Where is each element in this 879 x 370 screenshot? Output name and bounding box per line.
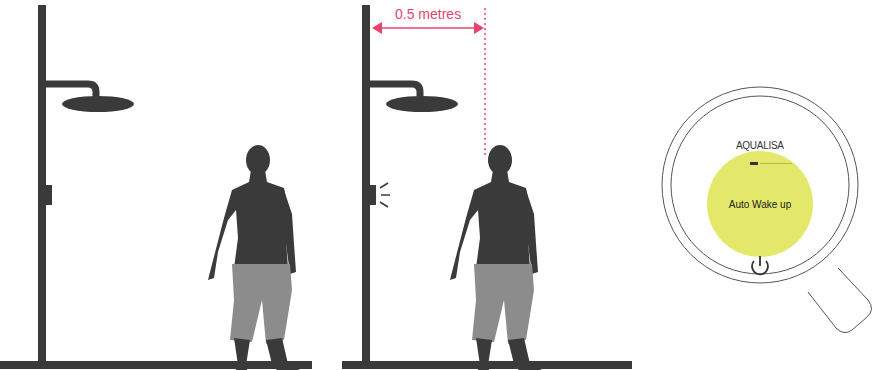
display-screen: Auto Wake up <box>707 151 813 257</box>
brand-name: AQUALISA <box>736 140 784 151</box>
display-text: Auto Wake up <box>729 199 791 210</box>
dimension-label: 0.5 metres <box>393 6 463 22</box>
